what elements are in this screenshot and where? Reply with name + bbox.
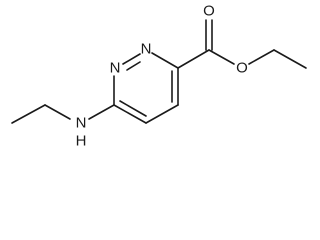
atom-label-ring-n1: N [141, 41, 152, 58]
bond-ch2-ch3-left [11, 104, 46, 124]
bond-ch2-ch3 [273, 49, 307, 69]
bond-ester-o-ch2 [248, 49, 275, 65]
bond-carbonyl-c-ester-o [208, 49, 235, 65]
bond-c5-c6-inner [119, 100, 147, 117]
atom-label-amine-h: H [76, 133, 87, 149]
bond-n2-n1-inner [126, 61, 141, 71]
atom-label-ester-o: O [236, 60, 248, 77]
bond-n1-c3 [151, 52, 179, 69]
atom-label-carbonyl-o: O [203, 3, 215, 20]
bond-c4-c5 [145, 104, 179, 124]
bond-n2-n1 [122, 53, 141, 65]
bond-c5-c6 [113, 104, 147, 124]
bond-amine-n-ch2 [44, 104, 71, 120]
bond-c6-amine-n [88, 104, 115, 120]
molecule-structure: N N O O N H [11, 3, 307, 149]
bond-c3-carbonyl-c [177, 49, 210, 69]
atom-label-ring-n2: N [110, 60, 121, 77]
atom-label-amine-n: N [76, 115, 87, 132]
